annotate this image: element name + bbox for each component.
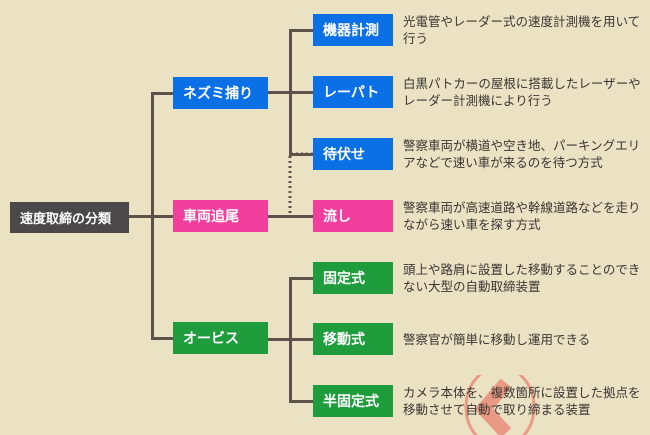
connector-level1-vertical — [151, 92, 154, 340]
desc-nagashi: 警察車両が高速道路や幹線道路などを走りながら速い車を探す方式 — [403, 200, 641, 232]
connector-orbis-vertical — [289, 277, 292, 403]
method-kiki-keisoku: 機器計測 — [313, 14, 393, 46]
method-idoshiki: 移動式 — [313, 323, 393, 355]
desc-kiki-keisoku: 光電管やレーダー式の速度計測機を用いて行う — [403, 14, 641, 46]
method-koteishiki: 固定式 — [313, 262, 393, 294]
method-nagashi: 流し — [313, 200, 393, 232]
connector-kotei — [289, 277, 313, 280]
desc-repato: 白黒パトカーの屋根に搭載したレーザーやレーダー計測機により行う — [403, 76, 641, 108]
connector-tsuibi-nagashi — [268, 215, 313, 218]
desc-machibuse: 警察車両が横道や空き地、パーキングエリアなどで速い車が来るのを待つ方式 — [403, 138, 641, 170]
dotted-connector — [288, 152, 313, 214]
desc-hankoteishiki: カメラ本体を、複数箇所に設置した拠点を移動させて自動で取り締まる装置 — [403, 385, 641, 417]
watermark-logo — [464, 375, 536, 435]
connector-nezumi-vertical — [289, 29, 292, 155]
category-nezumitori: ネズミ捕り — [173, 77, 268, 109]
connector-kiki — [289, 29, 313, 32]
desc-idoshiki: 警察官が簡単に移動し運用できる — [403, 332, 591, 347]
method-hankoteishiki: 半固定式 — [313, 385, 393, 417]
method-repato: レーパト — [313, 76, 393, 108]
category-sharyo-tsuibi: 車両追尾 — [173, 200, 268, 232]
root-node: 速度取締の分類 — [10, 202, 129, 233]
connector-to-nezumi — [151, 92, 173, 95]
method-machibuse: 待伏せ — [313, 138, 393, 170]
desc-koteishiki: 頭上や路肩に設置した移動することのできない大型の自動取締装置 — [403, 262, 641, 294]
category-orbis: オービス — [173, 322, 268, 354]
connector-to-orbis — [151, 337, 173, 340]
connector-hankotei — [289, 400, 313, 403]
